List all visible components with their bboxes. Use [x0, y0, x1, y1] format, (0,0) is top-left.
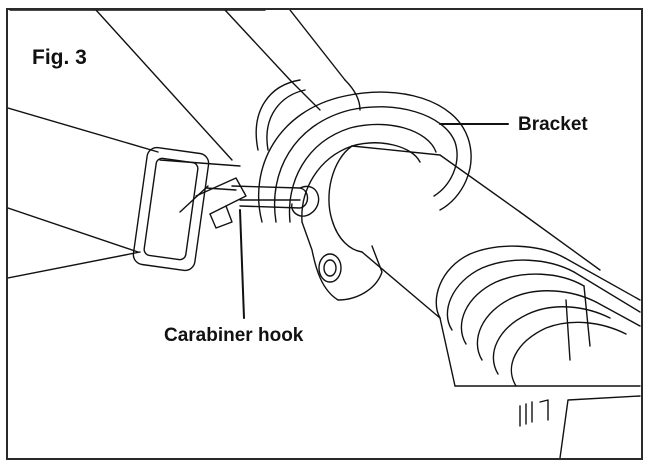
hose-cuff [435, 245, 641, 387]
figure-label: Fig. 3 [32, 46, 87, 69]
carabiner-hook [132, 146, 320, 272]
bracket-lug [301, 221, 383, 301]
figure-frame [6, 8, 643, 460]
carabiner-hook-label: Carabiner hook [164, 325, 304, 346]
bracket-label: Bracket [518, 114, 588, 135]
bracket-ring [257, 91, 472, 223]
main-pole [328, 145, 601, 319]
leader-lines [239, 123, 509, 319]
lower-details [519, 395, 641, 458]
back-ring [255, 79, 306, 151]
